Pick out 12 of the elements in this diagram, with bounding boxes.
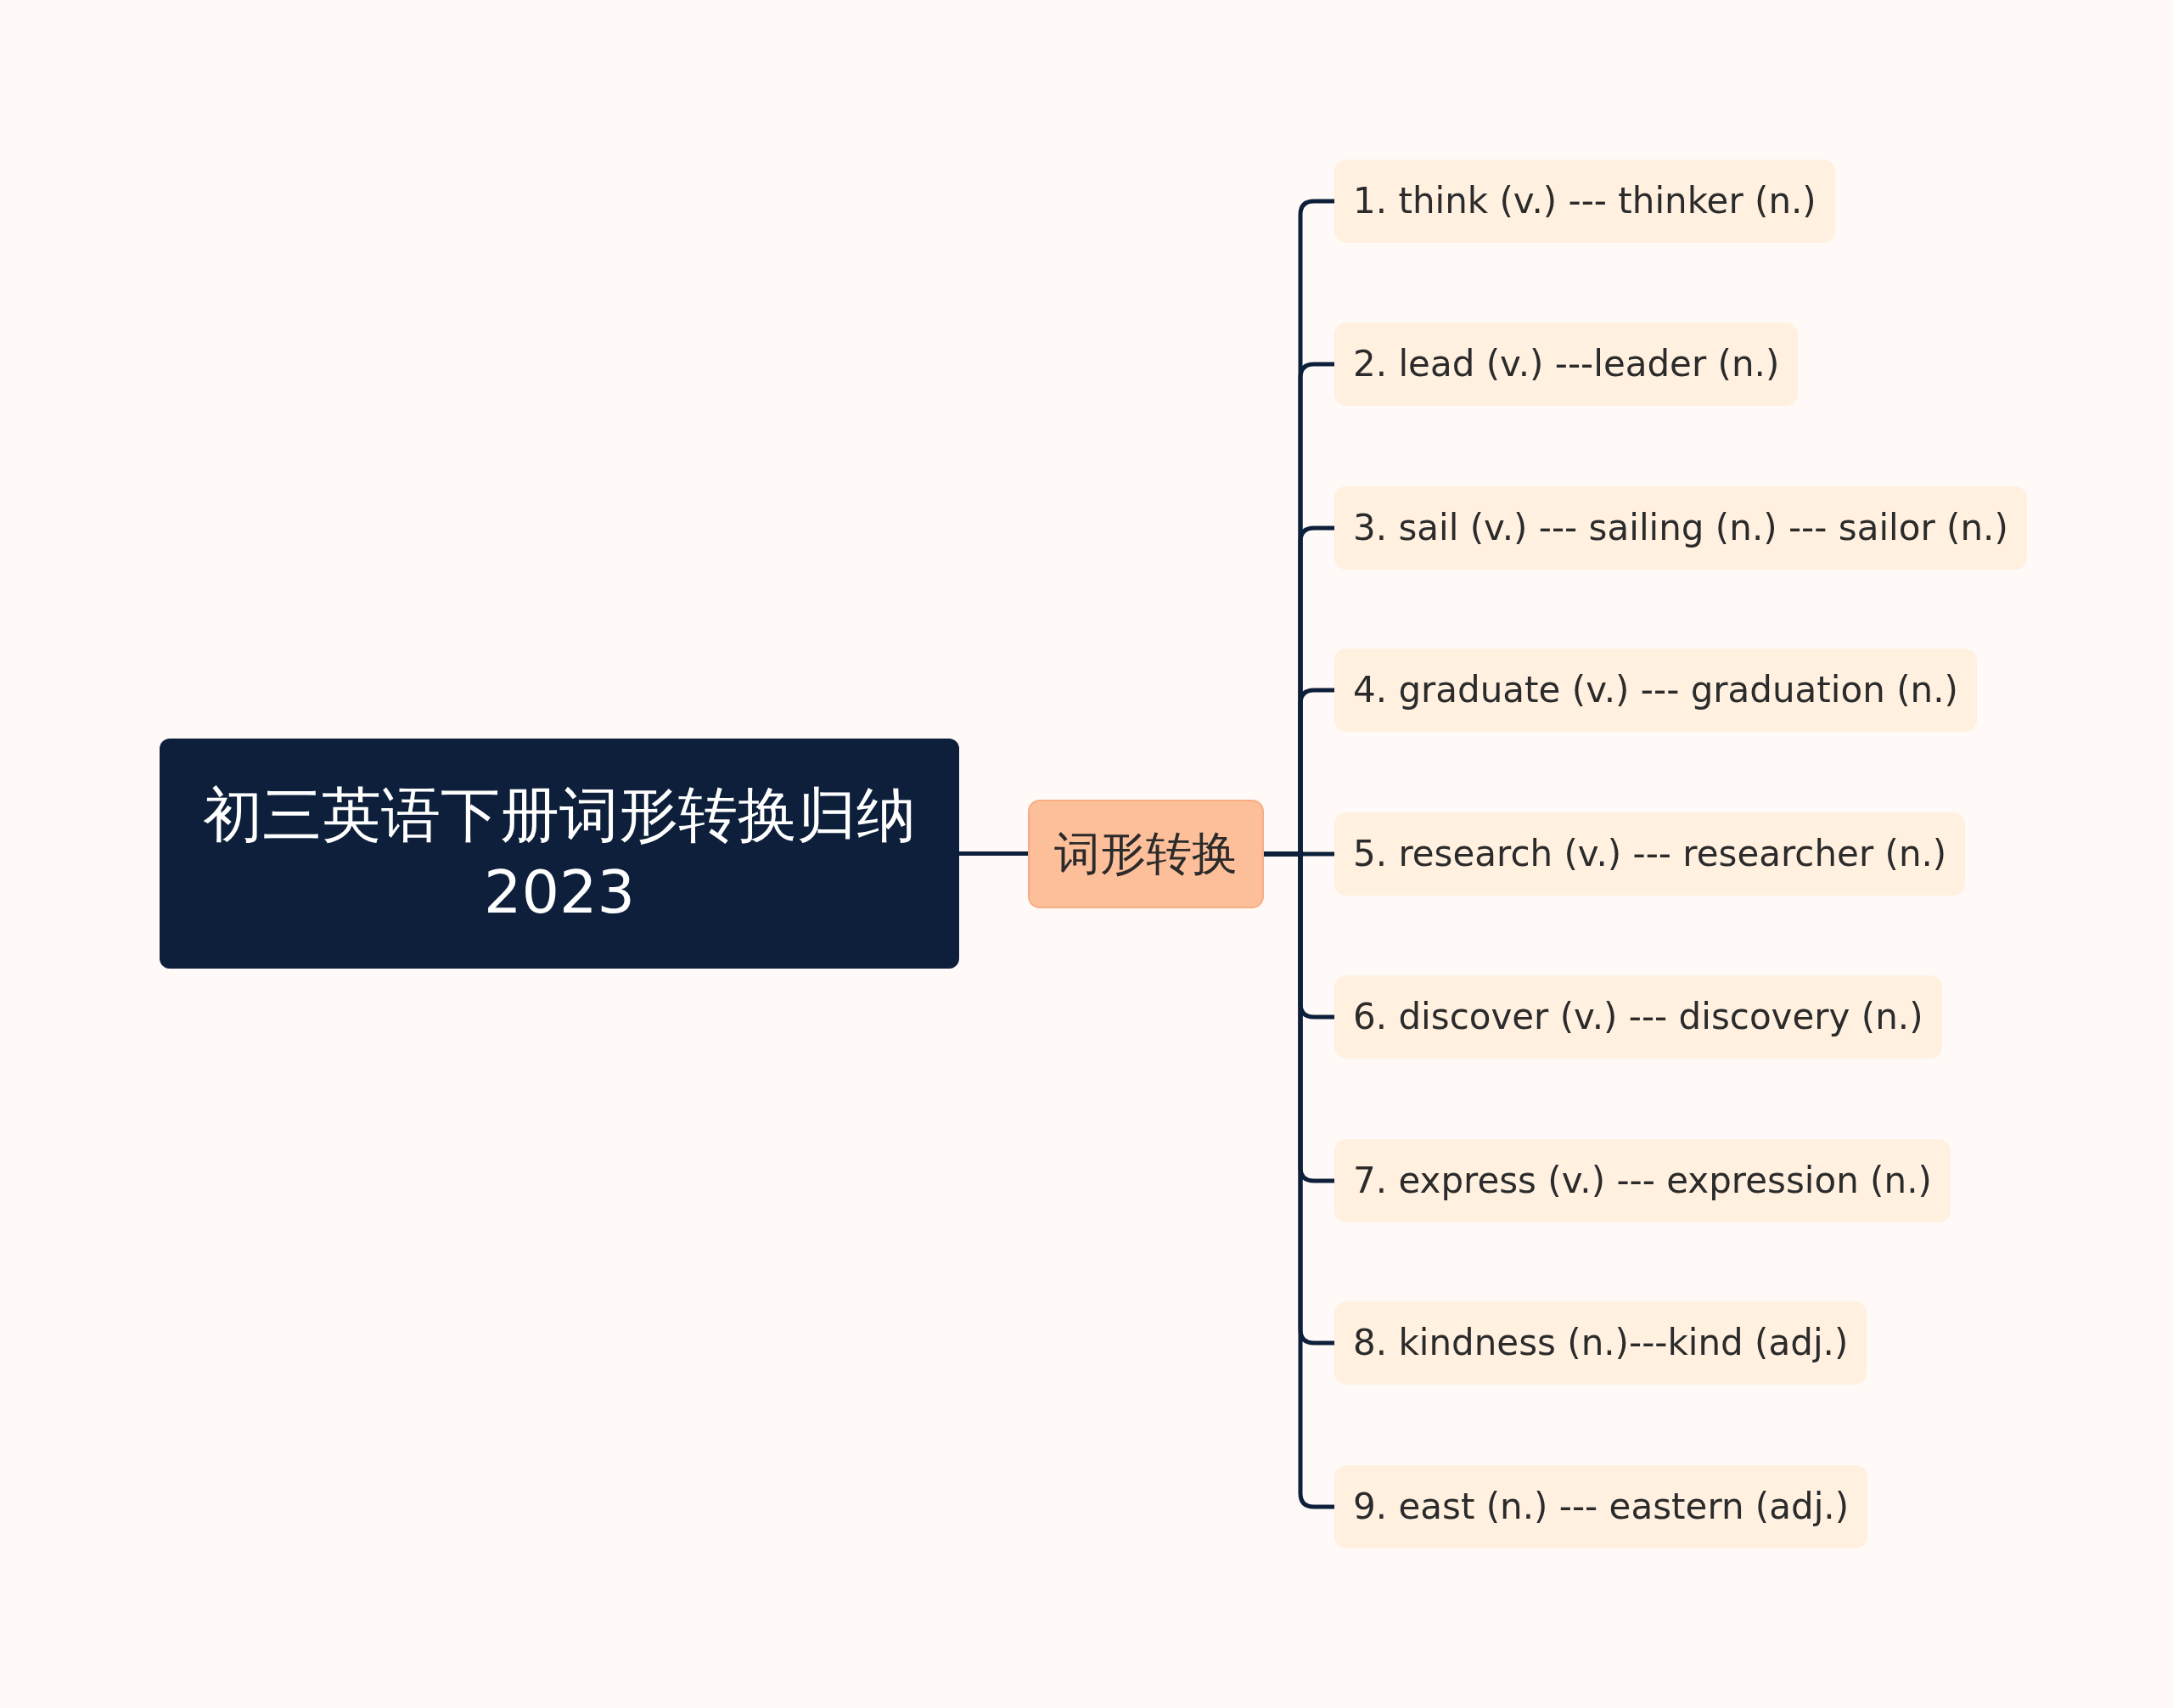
- root-topic-box: 初三英语下册词形转换归纳2023: [160, 739, 959, 969]
- subtopic-box: 1. think (v.) --- thinker (n.): [1334, 160, 1835, 243]
- subtopic-box: 6. discover (v.) --- discovery (n.): [1334, 975, 1942, 1059]
- subtopic-box: 7. express (v.) --- expression (n.): [1334, 1139, 1951, 1222]
- topic-box: 词形转换: [1028, 800, 1264, 908]
- subtopic-box: 5. research (v.) --- researcher (n.): [1334, 812, 1966, 896]
- connector-line: [959, 851, 1028, 856]
- subtopic-box: 9. east (n.) --- eastern (adj.): [1334, 1465, 1868, 1548]
- subtopic-box: 4. graduate (v.) --- graduation (n.): [1334, 649, 1977, 732]
- subtopic-box: 2. lead (v.) ---leader (n.): [1334, 323, 1799, 406]
- subtopic-box: 8. kindness (n.)---kind (adj.): [1334, 1301, 1867, 1385]
- subtopic-box: 3. sail (v.) --- sailing (n.) --- sailor (n.): [1334, 486, 2027, 570]
